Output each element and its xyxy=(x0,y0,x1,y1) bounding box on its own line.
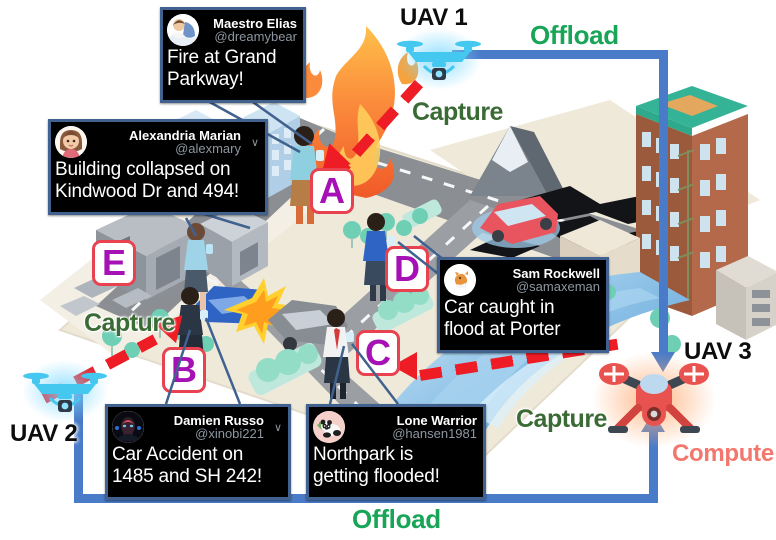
badge-d[interactable]: D xyxy=(385,246,429,292)
tweet-text-line-1: Building collapsed on xyxy=(55,159,231,180)
offload-label-bottom: Offload xyxy=(352,504,441,534)
tweet-author-name: Maestro Elias xyxy=(213,15,297,31)
tweet-header: Maestro Elias @dreamybear xyxy=(167,13,299,47)
avatar-alexandria-marian xyxy=(55,126,87,158)
tweet-header: Lone Warrior @hansen1981 xyxy=(313,410,479,444)
person-d xyxy=(363,213,395,301)
tweet-text-line-2: 1485 and SH 242! xyxy=(112,465,262,487)
tweet-author-handle: @dreamybear xyxy=(214,29,297,44)
tweet-author-handle: @alexmary xyxy=(175,141,241,156)
tweet-text-line-1: Northpark is xyxy=(313,444,414,465)
tweet-text-line-2: flood at Porter xyxy=(444,318,561,340)
compute-label: Compute xyxy=(672,440,774,467)
badge-e[interactable]: E xyxy=(92,240,136,286)
capture-label-left: Capture xyxy=(84,309,175,337)
uav-1[interactable] xyxy=(396,28,482,90)
tweet-card-damien-russo[interactable]: Damien Russo @xinobi221 ∨ Car Accident o… xyxy=(105,404,291,500)
tweet-text-line-2: getting flooded! xyxy=(313,465,440,487)
badge-b[interactable]: B xyxy=(162,347,206,393)
tweet-author-name: Lone Warrior xyxy=(396,412,477,428)
offload-label-top: Offload xyxy=(530,20,619,50)
offload-link-uav3-riser xyxy=(649,430,658,498)
tweet-author-name: Sam Rockwell xyxy=(512,265,600,281)
tweet-card-alexandria-marian[interactable]: Alexandria Marian @alexmary ∨ Building c… xyxy=(48,119,268,215)
capture-label-top: Capture xyxy=(412,98,503,126)
tweet-identity: Maestro Elias @dreamybear xyxy=(205,15,299,44)
uav-1-label: UAV 1 xyxy=(400,4,468,31)
tweet-author-name: Alexandria Marian xyxy=(129,127,241,143)
tweet-card-sam-rockwell[interactable]: Sam Rockwell @samaxeman Car caught in fl… xyxy=(437,257,609,353)
uav-2[interactable] xyxy=(22,360,108,422)
tweet-text-line-2: Parkway! xyxy=(167,68,244,90)
tweet-card-lone-warrior[interactable]: Lone Warrior @hansen1981 Northpark is ge… xyxy=(306,404,486,500)
tweet-author-name: Damien Russo xyxy=(173,412,264,428)
avatar-damien-russo xyxy=(112,411,144,443)
tweet-identity: Sam Rockwell @samaxeman xyxy=(482,265,602,294)
tweet-text-line-1: Fire at Grand xyxy=(167,47,277,68)
chevron-down-icon[interactable]: ∨ xyxy=(250,136,260,149)
tweet-identity: Damien Russo @xinobi221 xyxy=(150,412,266,441)
uav-3-label: UAV 3 xyxy=(684,338,752,365)
tweet-header: Sam Rockwell @samaxeman xyxy=(444,263,602,297)
tweet-text-line-1: Car Accident on xyxy=(112,444,244,465)
offload-link-right-vertical xyxy=(659,50,668,358)
avatar-lone-warrior xyxy=(313,411,345,443)
tweet-identity: Lone Warrior @hansen1981 xyxy=(351,412,479,441)
uav-2-label: UAV 2 xyxy=(10,420,78,447)
tweet-author-handle: @hansen1981 xyxy=(392,426,477,441)
badge-c[interactable]: C xyxy=(356,330,400,376)
chevron-down-icon[interactable]: ∨ xyxy=(273,421,283,434)
tweet-text-line-1: Car caught in xyxy=(444,297,555,318)
offload-link-uav1-horizontal xyxy=(452,50,668,59)
avatar-sam-rockwell xyxy=(444,264,476,296)
avatar-maestro-elias xyxy=(167,14,199,46)
badge-a[interactable]: A xyxy=(310,168,354,214)
tweet-text-line-2: Kindwood Dr and 494! xyxy=(55,180,240,202)
tweet-author-handle: @xinobi221 xyxy=(195,426,264,441)
tweet-header: Damien Russo @xinobi221 ∨ xyxy=(112,410,284,444)
tweet-header: Alexandria Marian @alexmary ∨ xyxy=(55,125,261,159)
tweet-author-handle: @samaxeman xyxy=(515,279,600,294)
offload-link-uav2-vertical xyxy=(74,392,83,502)
car-in-flood xyxy=(472,196,560,248)
uav-3[interactable] xyxy=(592,352,716,448)
capture-label-bottom: Capture xyxy=(516,405,607,433)
tweet-card-maestro-elias[interactable]: Maestro Elias @dreamybear Fire at Grand … xyxy=(160,7,306,103)
tweet-identity: Alexandria Marian @alexmary xyxy=(93,127,243,156)
